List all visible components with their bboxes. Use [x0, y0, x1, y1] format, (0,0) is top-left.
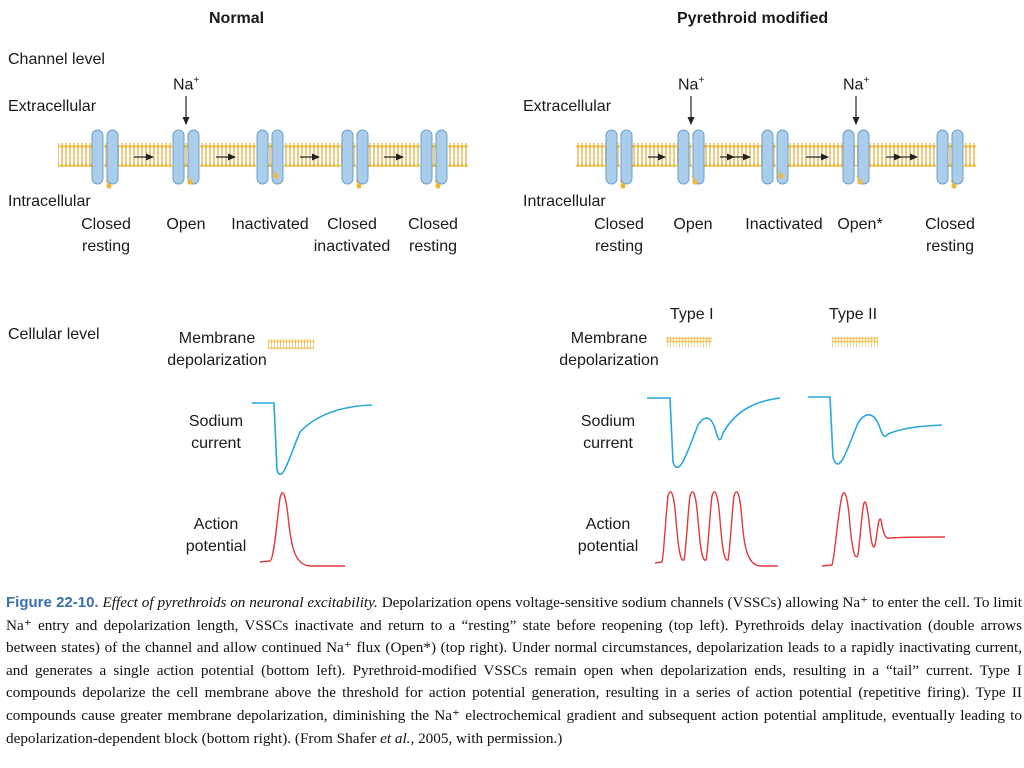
ion-channel-pyrethroid: [842, 129, 870, 185]
intracellular-label-left: Intracellular: [8, 193, 91, 210]
figure-number: Figure 22-10.: [6, 594, 99, 611]
na-label-normal-open: Na+: [173, 75, 200, 94]
channel-level-label: Channel level: [8, 51, 105, 68]
normal-panel-title: Normal: [209, 10, 265, 27]
extracellular-label-left: Extracellular: [8, 98, 97, 115]
ion-channel-pyrethroid: [761, 129, 789, 185]
caption-source: (From Shafer et al., 2005, with permissi…: [294, 729, 563, 747]
extracellular-label-right: Extracellular: [523, 98, 612, 115]
sodium-current-trace-type-1: [647, 397, 781, 469]
type-2-label: Type II: [829, 306, 878, 323]
figure-caption: Figure 22-10. Effect of pyrethroids on n…: [6, 592, 1022, 750]
ion-channel-pyrethroid: [936, 129, 964, 189]
type-1-label: Type I: [670, 306, 714, 323]
ion-channel-pyrethroid: [605, 129, 633, 189]
normal-state-label: Inactivated: [231, 216, 309, 233]
pyrethroid-state-label: Open*: [837, 216, 883, 233]
intracellular-label-right: Intracellular: [523, 193, 606, 210]
ion-channel-normal: [256, 129, 284, 185]
action-potential-trace-type-2: [821, 492, 946, 567]
pyrethroid-state-label: Open: [673, 216, 713, 233]
normal-state-label: Open: [166, 216, 206, 233]
action-potential-trace-type-1: [654, 491, 778, 567]
pyrethroid-panel-title: Pyrethroid modified: [677, 10, 829, 27]
membrane-pyrethroid: [576, 143, 976, 167]
na-label-pyrethroid-open-star: Na+: [843, 75, 870, 94]
ion-channel-normal: [172, 129, 200, 185]
na-entry-arrows: [182, 96, 860, 125]
ion-channel-pyrethroid: [677, 129, 705, 185]
sodium-current-traces: [252, 396, 943, 476]
membrane-depolarization-bar-type-1: [666, 337, 712, 347]
channel-diagram-graphics: [58, 96, 976, 567]
figure-title: Effect of pyrethroids on neuronal excita…: [102, 594, 378, 611]
ion-channel-normal: [341, 129, 369, 189]
ion-channel-normal: [91, 129, 119, 189]
ion-channel-normal: [420, 129, 448, 189]
action-potential-traces: [259, 491, 946, 567]
sodium-current-trace-normal: [252, 402, 373, 476]
sodium-current-trace-type-2: [808, 396, 943, 465]
na-label-pyrethroid-open: Na+: [678, 75, 705, 94]
caption-text: Depolarization opens voltage-sensitive s…: [6, 594, 1022, 747]
pyrethroid-state-label: Inactivated: [745, 216, 823, 233]
membrane-depolarization-bar-normal: [268, 339, 314, 349]
membrane-depolarization-bar-type-2: [832, 337, 878, 347]
cellular-level-label: Cellular level: [8, 326, 100, 343]
action-potential-trace-normal: [259, 492, 345, 567]
